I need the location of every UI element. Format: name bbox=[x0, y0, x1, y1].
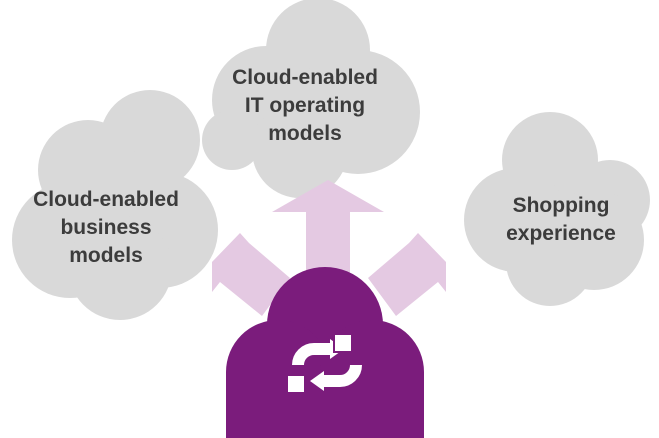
cloud-left bbox=[12, 90, 218, 320]
label-left-line-2: business bbox=[60, 216, 152, 239]
label-top-cloud: Cloud-enabled IT operating models bbox=[222, 64, 388, 148]
arrows-group bbox=[212, 180, 446, 316]
arrow-to-left-cloud bbox=[212, 233, 290, 316]
arrow-to-right-cloud bbox=[368, 233, 446, 316]
label-top-line-1: Cloud-enabled bbox=[232, 66, 378, 89]
cloud-top bbox=[202, 0, 420, 198]
label-left-line-1: Cloud-enabled bbox=[33, 188, 179, 211]
label-left-line-3: models bbox=[69, 244, 143, 267]
arrow-to-top-cloud bbox=[272, 180, 384, 300]
label-top-line-3: models bbox=[268, 122, 342, 145]
label-top-line-2: IT operating bbox=[244, 94, 366, 117]
label-right-cloud: Shopping experience bbox=[496, 192, 626, 248]
cycle-arrows-icon bbox=[286, 333, 362, 394]
label-right-line-2: experience bbox=[506, 222, 616, 245]
cloud-right bbox=[464, 112, 650, 306]
label-left-cloud: Cloud-enabled business models bbox=[16, 186, 196, 270]
label-right-line-1: Shopping bbox=[512, 194, 610, 217]
